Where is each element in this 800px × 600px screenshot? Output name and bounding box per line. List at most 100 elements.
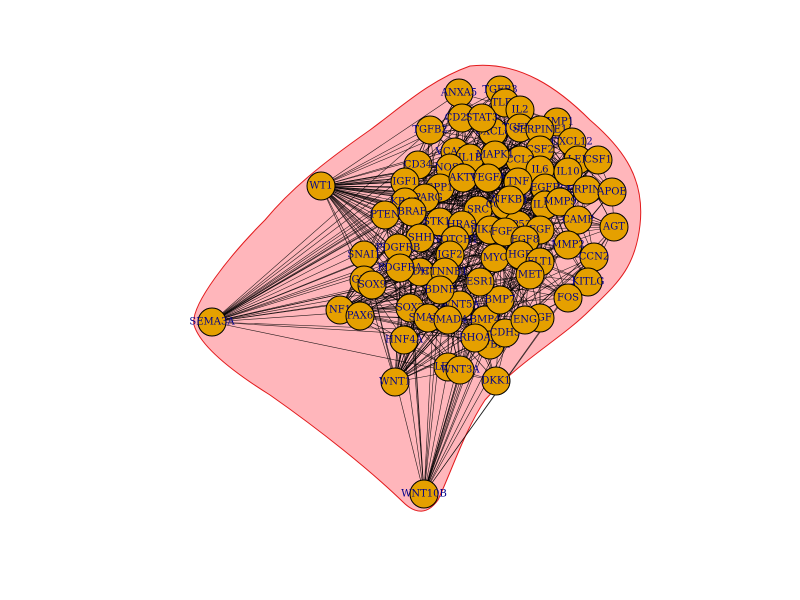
node-label: WNT5A xyxy=(440,300,480,311)
node-label: STK11 xyxy=(423,217,457,228)
node-label: SNAI1 xyxy=(347,250,380,261)
node-label: IL1B xyxy=(458,153,482,164)
edge xyxy=(211,284,373,323)
node-label: HNF4A xyxy=(385,335,424,346)
edge xyxy=(211,129,431,323)
node-label: SHH xyxy=(408,233,433,244)
edge xyxy=(211,89,501,323)
node-label: ESR1 xyxy=(466,277,494,288)
node-circle xyxy=(599,212,629,242)
node-label: SOX2 xyxy=(396,303,424,314)
node-anxa5: ANXA5 xyxy=(440,78,477,108)
node-label: BMP7 xyxy=(485,295,516,306)
node-layer: ANXA5TGFB3TLR4IL2CD274TGFB2CXCL8TIMP1TGF… xyxy=(189,75,629,509)
node-label: VCAM1 xyxy=(435,147,475,158)
node-label: TP53 xyxy=(505,220,531,231)
edge xyxy=(423,281,481,495)
node-circle xyxy=(460,323,490,353)
node-fos: FOS xyxy=(553,283,583,313)
node-label: BMP4 xyxy=(470,315,501,326)
node-circle xyxy=(380,367,410,397)
node-bmp7: BMP7 xyxy=(485,285,516,315)
node-label: TLR4 xyxy=(491,98,518,109)
node-pten: PTEN xyxy=(370,200,400,230)
node-label: FLT1 xyxy=(527,257,553,268)
node-label: CTNNB1 xyxy=(422,267,468,278)
edge xyxy=(423,209,479,495)
edge xyxy=(211,169,541,323)
edge xyxy=(211,117,483,323)
node-label: LEP xyxy=(568,155,589,166)
node-label: NGF xyxy=(528,313,552,324)
node-circle xyxy=(473,163,503,193)
node-label: CXCL12 xyxy=(551,137,593,148)
node-circle xyxy=(465,267,495,297)
node-label: WT1 xyxy=(309,181,332,192)
edge xyxy=(444,271,526,321)
node-label: IL6 xyxy=(532,165,549,176)
node-label: CD34 xyxy=(404,160,432,171)
node-sox9: SOX9 xyxy=(357,270,387,300)
node-label: MMP2 xyxy=(551,240,585,251)
node-circle xyxy=(345,301,375,331)
node-mmp2: MMP2 xyxy=(551,230,585,260)
node-label: STAT3 xyxy=(466,113,499,124)
node-circle xyxy=(481,366,511,396)
node-label: HGF xyxy=(508,250,532,261)
node-csf1: CSF1 xyxy=(583,145,613,175)
node-kitlg: KITLG xyxy=(572,267,605,297)
node-label: CSF2 xyxy=(526,145,554,156)
node-label: IL1A xyxy=(533,200,558,211)
node-label: CD274 xyxy=(445,113,480,124)
node-pdgfra: PDGFRA xyxy=(378,253,423,283)
node-circle xyxy=(433,305,463,335)
node-label: TGFB1 xyxy=(502,123,537,134)
node-circle xyxy=(515,260,545,290)
node-label: NOS2 xyxy=(435,163,465,174)
node-label: CAMP xyxy=(562,215,594,226)
node-circle xyxy=(357,270,387,300)
node-apoe: APOE xyxy=(596,177,627,207)
node-label: TGFBR1 xyxy=(469,340,512,351)
node-label: MET xyxy=(518,270,543,281)
node-label: NOTCH1 xyxy=(432,235,478,246)
node-label: CDH5 xyxy=(490,328,521,339)
node-label: NFKB1 xyxy=(492,195,529,206)
node-label: VEGFA xyxy=(469,173,507,184)
edge xyxy=(211,307,411,323)
node-circle xyxy=(306,171,336,201)
node-label: SPP1 xyxy=(427,183,454,194)
node-circle xyxy=(495,185,525,215)
node-ccn2: CCN2 xyxy=(579,242,609,272)
node-label: SMAD2 xyxy=(409,313,448,324)
node-label: KITLG xyxy=(572,277,605,288)
node-circle xyxy=(553,230,583,260)
node-label: CSF1 xyxy=(584,155,612,166)
node-label: SERPINE1 xyxy=(513,125,568,136)
node-mmp9: MMP9 xyxy=(543,187,577,217)
node-shh: SHH xyxy=(405,223,435,253)
node-circle xyxy=(425,275,455,305)
node-label: MYC xyxy=(483,253,508,264)
node-dkk1: DKK1 xyxy=(481,366,511,396)
node-label: SERPINF1 xyxy=(560,185,614,196)
node-label: CDH1 xyxy=(405,267,436,278)
node-label: WNT1 xyxy=(379,377,411,388)
node-label: SMAD4 xyxy=(429,315,468,326)
node-myc: MYC xyxy=(480,243,510,273)
node-label: BRAF xyxy=(397,207,426,218)
node-circle xyxy=(597,177,627,207)
node-camp: CAMP xyxy=(562,205,594,235)
node-circle xyxy=(197,307,227,337)
node-circle xyxy=(563,205,593,235)
node-label: TGFB2 xyxy=(412,125,447,136)
node-label: SOX9 xyxy=(358,280,386,291)
node-label: FGF2 xyxy=(491,227,519,238)
node-agt: AGT xyxy=(599,212,629,242)
node-circle xyxy=(553,283,583,313)
node-wnt3a: WNT3A xyxy=(440,355,480,385)
node-label: FGF8 xyxy=(511,235,539,246)
node-label: AKT1 xyxy=(448,173,477,184)
node-label: APOE xyxy=(596,187,626,198)
